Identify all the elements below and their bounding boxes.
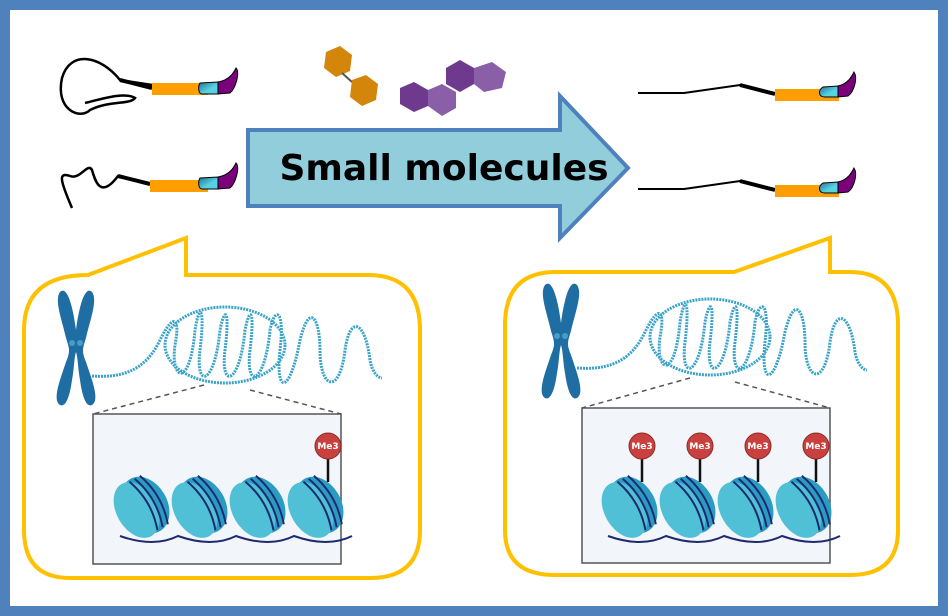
me3-label: Me3	[317, 442, 338, 452]
pencil-eraser	[217, 67, 239, 95]
me3-mark	[628, 432, 656, 460]
me3-mark	[744, 432, 772, 460]
zoom-lines-after	[581, 377, 831, 409]
molecule-before-2	[60, 162, 239, 209]
pencil-tip	[819, 181, 839, 194]
small-molecules-arrow	[246, 90, 631, 243]
dna-strand	[119, 534, 353, 543]
small-molecule-purple	[400, 60, 506, 116]
dna-strand	[607, 534, 841, 543]
nucleosome	[601, 474, 658, 538]
pencil-body	[150, 180, 208, 192]
me3-label: Me3	[689, 442, 710, 452]
zoom-lines-before	[92, 384, 342, 415]
pencil-body	[152, 83, 208, 95]
molecule-after-2	[638, 167, 857, 197]
pencil-eraser	[217, 162, 239, 190]
pencil-eraser	[837, 167, 857, 194]
nucleosome-array-before: Me3	[113, 432, 353, 543]
nucleosome	[717, 474, 774, 538]
arrow-label: Small molecules	[279, 147, 609, 189]
chromosome-before	[56, 290, 96, 406]
nucleosome	[659, 474, 716, 538]
pencil-tip	[198, 176, 219, 190]
me3-mark	[686, 432, 714, 460]
me3-label: Me3	[631, 442, 652, 452]
small-molecule-orange	[324, 46, 378, 106]
molecule-after-1	[638, 71, 857, 101]
pencil-eraser	[837, 71, 857, 98]
nucleosome	[113, 474, 170, 538]
me3-label: Me3	[805, 442, 826, 452]
me3-mark	[802, 432, 830, 460]
pencil-tip	[819, 85, 839, 98]
chromatin-fiber-before	[91, 305, 383, 385]
pencil-tip	[198, 81, 219, 95]
nucleosome-array-after: Me3 Me3 Me3 Me3	[601, 432, 841, 543]
me3-mark	[314, 432, 342, 460]
chromosome-after	[541, 283, 581, 399]
nucleosome	[775, 474, 832, 538]
chromatin-fiber-after	[576, 297, 868, 377]
molecule-before-1	[59, 57, 239, 115]
nucleosome	[171, 474, 228, 538]
nucleosome	[287, 474, 344, 538]
nucleosome	[229, 474, 286, 538]
me3-label: Me3	[747, 442, 768, 452]
